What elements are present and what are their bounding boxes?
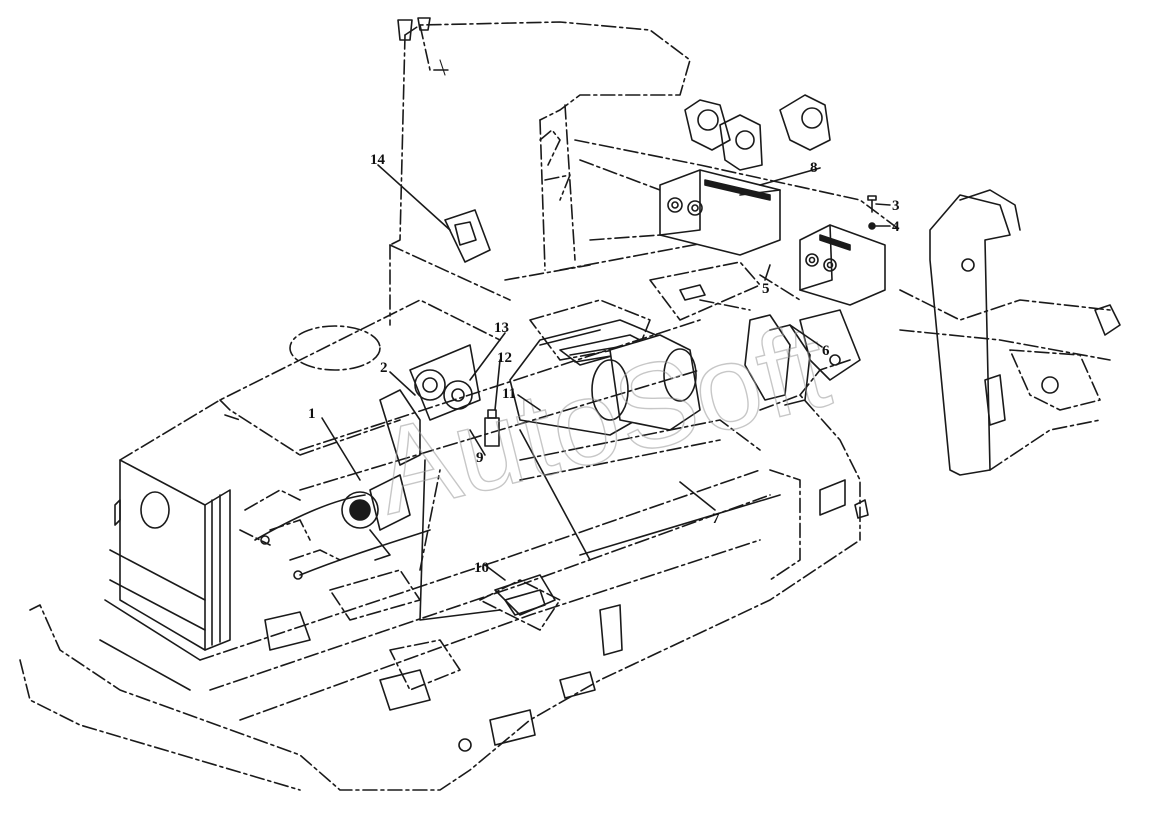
fan-assembly (409, 344, 481, 421)
dryer-bottle (484, 409, 500, 447)
callout-8: 8 (810, 160, 818, 176)
callout-12: 12 (497, 350, 512, 366)
central-unit (509, 299, 701, 436)
callout-5: 5 (762, 281, 770, 297)
watermark: AutoSoft (362, 298, 841, 539)
cab-structure (389, 17, 691, 326)
hoses (254, 429, 781, 621)
chassis-frame (19, 319, 869, 791)
compressor (341, 389, 421, 561)
callout-labels: 1 2 3 4 5 6 7 8 9 10 11 12 13 14 (308, 152, 900, 576)
callout-11: 11 (502, 386, 516, 402)
heater-unit-upper (659, 169, 781, 256)
callout-6: 6 (822, 343, 830, 359)
callout-10: 10 (474, 560, 489, 576)
rear-frame-structure (504, 94, 1121, 476)
engine-hood (119, 299, 501, 461)
callout-14: 14 (370, 152, 386, 168)
bolt-and-washer (867, 195, 877, 230)
radiator (99, 459, 231, 691)
control-panel (444, 209, 491, 263)
leader-lines (321, 164, 891, 581)
callout-3: 3 (892, 198, 900, 214)
rear-tank-mounts (699, 274, 861, 406)
callout-7: 7 (712, 511, 720, 527)
callout-13: 13 (494, 320, 509, 336)
callout-4: 4 (892, 219, 900, 235)
mounting-plate (649, 261, 761, 321)
callout-9: 9 (476, 450, 484, 466)
heater-unit-lower (799, 224, 886, 306)
callout-2: 2 (380, 360, 388, 376)
callout-1: 1 (308, 406, 316, 422)
